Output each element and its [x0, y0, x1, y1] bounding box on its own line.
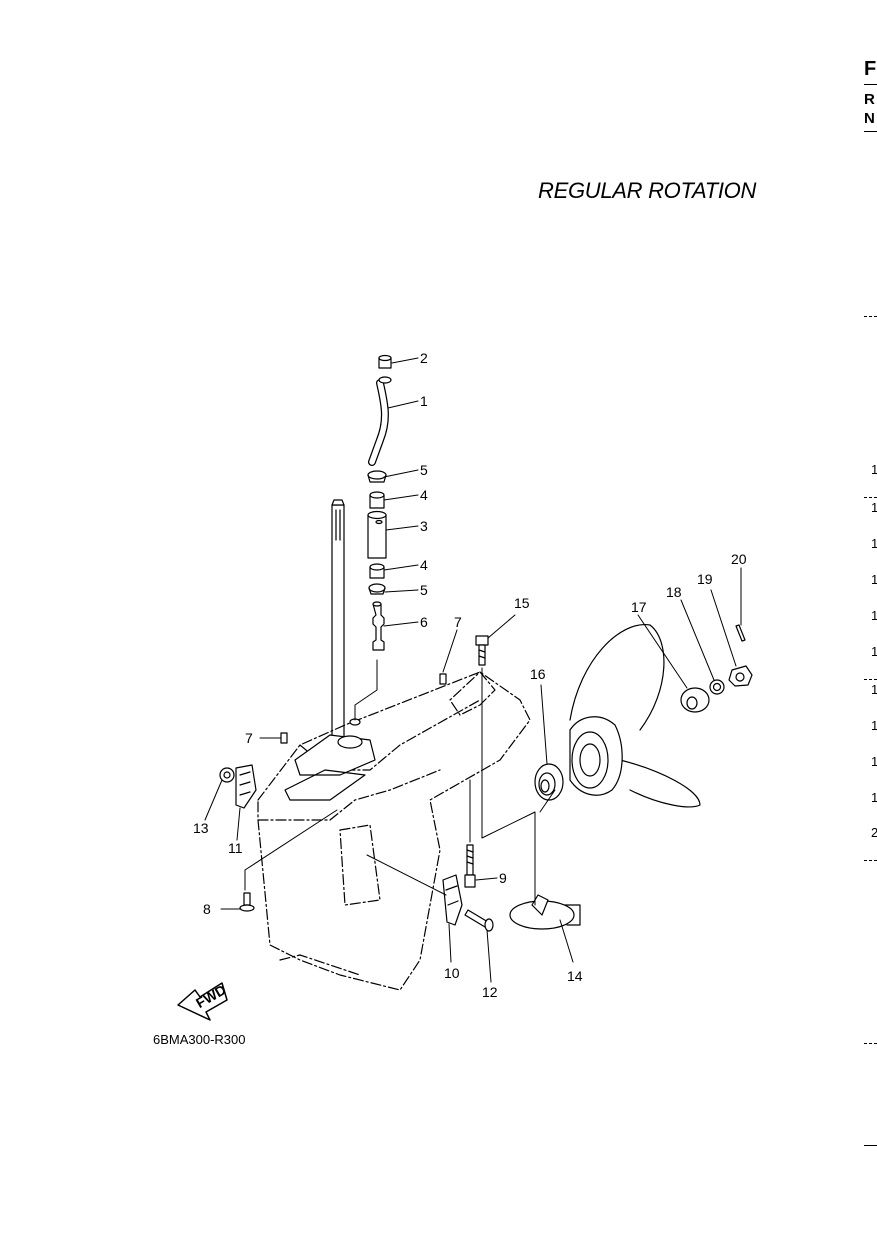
edge-number: 1	[871, 462, 877, 477]
callout-labels: 1 2 3 4 4 5 5 6 7 7 8 9 10 11 12 13 14 1…	[193, 350, 747, 1000]
edge-number: 1	[871, 790, 877, 805]
callout-label: 9	[499, 870, 507, 886]
callout-label: 6	[420, 614, 428, 630]
callout-label: 19	[697, 571, 713, 587]
propeller-nut	[728, 665, 753, 687]
callout-label: 8	[203, 901, 211, 917]
lower-case-housing	[257, 671, 531, 991]
callout-label: 17	[631, 599, 647, 615]
spacer	[680, 687, 710, 713]
edge-number: 1	[871, 754, 877, 769]
callout-label: 3	[420, 518, 428, 534]
callout-label: 1	[420, 393, 428, 409]
edge-divider	[864, 1043, 877, 1044]
edge-number: 1	[871, 500, 877, 515]
callout-label: 16	[530, 666, 546, 682]
callout-label: 5	[420, 462, 428, 478]
trim-tab	[509, 894, 581, 930]
dowel-pin-a	[439, 673, 447, 685]
page-title: REGULAR ROTATION	[538, 178, 757, 203]
drive-shaft	[331, 499, 345, 741]
callout-label: 10	[444, 965, 460, 981]
callout-label: 4	[420, 557, 428, 573]
edge-rule	[864, 131, 877, 132]
bolt-15	[475, 635, 489, 666]
edge-rule	[864, 1145, 877, 1146]
leader-lines	[204, 357, 742, 983]
seal-upper	[367, 470, 387, 483]
edge-rule	[864, 84, 877, 85]
edge-letter: F	[864, 58, 877, 80]
callout-label: 20	[731, 551, 747, 567]
washer	[709, 679, 725, 695]
grommet-lower	[369, 563, 385, 579]
callout-label: 18	[666, 584, 682, 600]
callout-label: 2	[420, 350, 428, 366]
assembly-lines	[244, 659, 556, 906]
edge-letter: N	[864, 110, 875, 127]
water-tube	[368, 376, 392, 466]
edge-number: 1	[871, 608, 877, 623]
dowel-pin-b	[280, 732, 288, 744]
callout-label: 4	[420, 487, 428, 503]
edge-number: 2	[871, 825, 877, 840]
fwd-arrow: FWD	[177, 981, 229, 1021]
cotter-pin	[735, 624, 746, 642]
propeller	[569, 624, 701, 808]
drawing-code: 6BMA300-R300	[153, 1032, 246, 1047]
nut	[219, 767, 235, 783]
anode-lower	[442, 874, 463, 926]
bolt-9	[464, 844, 476, 888]
edge-number: 1	[871, 682, 877, 697]
edge-divider	[864, 679, 877, 680]
edge-number: 1	[871, 644, 877, 659]
edge-number: 1	[871, 536, 877, 551]
callout-label: 12	[482, 984, 498, 1000]
edge-divider	[864, 316, 877, 317]
grommet	[378, 354, 392, 369]
edge-divider	[864, 860, 877, 861]
edge-number: 1	[871, 718, 877, 733]
callout-label: 11	[228, 840, 243, 856]
callout-label: 7	[454, 614, 462, 630]
callout-label: 15	[514, 595, 530, 611]
callout-label: 14	[567, 968, 583, 984]
callout-label: 13	[193, 820, 209, 836]
water-pump-housing	[284, 718, 376, 801]
water-pipe	[372, 601, 385, 651]
seal-lower	[368, 583, 386, 595]
bolt-12	[464, 909, 494, 932]
thrust-washer	[534, 763, 564, 801]
edge-letter: R	[864, 91, 875, 108]
callout-label: 7	[245, 730, 253, 746]
edge-number: 1	[871, 572, 877, 587]
grommet-upper	[369, 491, 385, 509]
water-tube-sleeve	[367, 510, 387, 559]
callout-label: 5	[420, 582, 428, 598]
anode-upper	[235, 764, 257, 809]
edge-divider	[864, 497, 877, 498]
bolt-8	[239, 892, 255, 912]
